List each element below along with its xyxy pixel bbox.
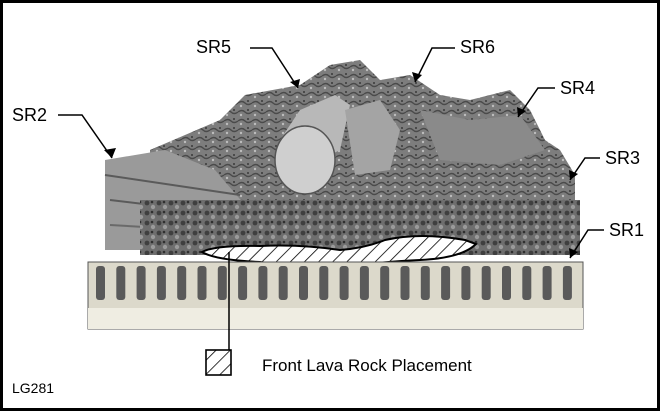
- grate-slot: [380, 266, 389, 300]
- sr2-leader: [58, 115, 112, 158]
- grate-slot: [563, 266, 572, 300]
- grate-slot: [96, 266, 105, 300]
- grate-slot: [441, 266, 450, 300]
- grate-slot: [177, 266, 186, 300]
- grate-slot: [116, 266, 125, 300]
- sr6-leader: [415, 48, 455, 82]
- grate-slot: [360, 266, 369, 300]
- label-sr4: SR4: [560, 79, 595, 97]
- grate-slot: [258, 266, 267, 300]
- grate-slot: [401, 266, 410, 300]
- label-sr3: SR3: [605, 149, 640, 167]
- grate-slot: [198, 266, 207, 300]
- hatched-square-icon: [206, 350, 231, 375]
- grate-slot: [522, 266, 531, 300]
- grate-slot: [461, 266, 470, 300]
- log-stack: [105, 60, 580, 255]
- legend-text: Front Lava Rock Placement: [262, 357, 472, 374]
- label-sr5: SR5: [196, 38, 231, 56]
- grate-slot: [157, 266, 166, 300]
- grate-slot: [238, 266, 247, 300]
- grate-slot: [502, 266, 511, 300]
- grate-slot: [543, 266, 552, 300]
- label-sr6: SR6: [460, 38, 495, 56]
- grate-slot: [218, 266, 227, 300]
- grate-slot: [340, 266, 349, 300]
- label-sr2: SR2: [12, 106, 47, 124]
- grate-slot: [482, 266, 491, 300]
- grate-slot: [137, 266, 146, 300]
- grate-slot: [299, 266, 308, 300]
- label-sr1: SR1: [609, 221, 644, 239]
- grate-slot: [319, 266, 328, 300]
- figure-id: LG281: [12, 381, 54, 395]
- grate-slot: [421, 266, 430, 300]
- grate-slot: [279, 266, 288, 300]
